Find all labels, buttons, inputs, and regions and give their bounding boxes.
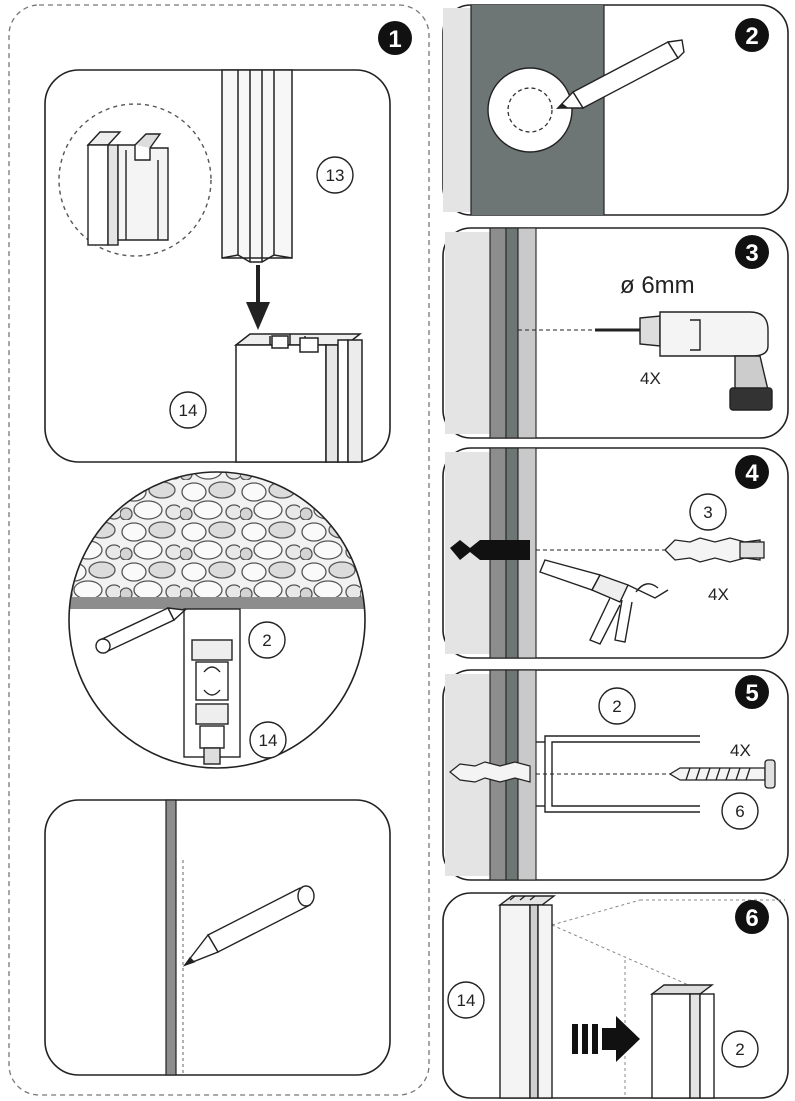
part-14-detail-label: 14 xyxy=(259,731,278,750)
screw-icon xyxy=(668,759,776,789)
part-2-step6-circle xyxy=(721,1030,759,1068)
step1-panel-b: 2 14 xyxy=(68,471,366,769)
step1-badge: 1 xyxy=(378,21,412,55)
step4-panel: 3 4X 4 xyxy=(442,447,789,659)
part-14-label: 14 xyxy=(179,401,198,420)
profile-13 xyxy=(221,69,293,263)
profile-section xyxy=(183,608,241,765)
wall-plug-icon xyxy=(664,537,765,563)
marking-circle xyxy=(487,67,573,153)
step4-number: 4 xyxy=(745,460,759,487)
part-3-circle xyxy=(689,493,727,531)
pencil-icon xyxy=(95,607,187,654)
screw-count: 4X xyxy=(730,741,751,760)
step1-dashed-frame xyxy=(8,4,430,1096)
part-2-step5-circle xyxy=(598,687,636,725)
step2-number: 2 xyxy=(745,23,758,50)
part-13-circle xyxy=(316,156,354,194)
part-14-circle xyxy=(169,391,207,429)
drill-count: 4X xyxy=(640,369,661,388)
profile-14 xyxy=(233,333,363,463)
step1-panel-a: 13 14 xyxy=(44,69,391,463)
part-2-step5-label: 2 xyxy=(612,697,621,716)
drill-icon xyxy=(595,311,773,411)
part-2-label: 2 xyxy=(262,631,271,650)
step3-number: 3 xyxy=(745,240,758,267)
part-13-label: 13 xyxy=(326,166,345,185)
plug-in-wall xyxy=(449,761,531,783)
profile-14-step6 xyxy=(497,895,557,1099)
arrow-down-icon xyxy=(246,265,270,330)
arrow-right-icon xyxy=(572,1016,640,1062)
wall-detail-circle xyxy=(68,471,366,769)
profile-2-step6 xyxy=(649,984,715,1099)
part-14-step6-label: 14 xyxy=(457,991,476,1010)
pencil-step2-icon xyxy=(556,39,685,109)
part-6-circle xyxy=(721,792,759,830)
drill-size: ø 6mm xyxy=(620,272,695,299)
part-2-circle xyxy=(248,621,286,659)
step2-panel: 2 xyxy=(442,4,789,216)
step3-panel: ø 6mm 4X 3 xyxy=(442,227,789,439)
part-3-label: 3 xyxy=(703,503,712,522)
step6-number: 6 xyxy=(745,905,758,932)
filled-hole xyxy=(450,540,530,560)
step1-panel-c xyxy=(44,799,391,1076)
caulk-gun-icon xyxy=(539,559,669,645)
step1-number: 1 xyxy=(388,26,401,53)
profile-detail-drawing xyxy=(86,131,169,246)
step5-panel: 2 4X 6 5 xyxy=(442,669,789,881)
part-14-detail-circle xyxy=(249,721,287,759)
part-6-label: 6 xyxy=(735,802,744,821)
step5-number: 5 xyxy=(745,680,758,707)
step6-panel: 14 2 6 xyxy=(442,892,789,1099)
plug-count: 4X xyxy=(708,585,729,604)
part-14-step6-circle xyxy=(447,981,485,1019)
part-2-step6-label: 2 xyxy=(735,1040,744,1059)
pencil-marking-icon xyxy=(182,885,315,967)
